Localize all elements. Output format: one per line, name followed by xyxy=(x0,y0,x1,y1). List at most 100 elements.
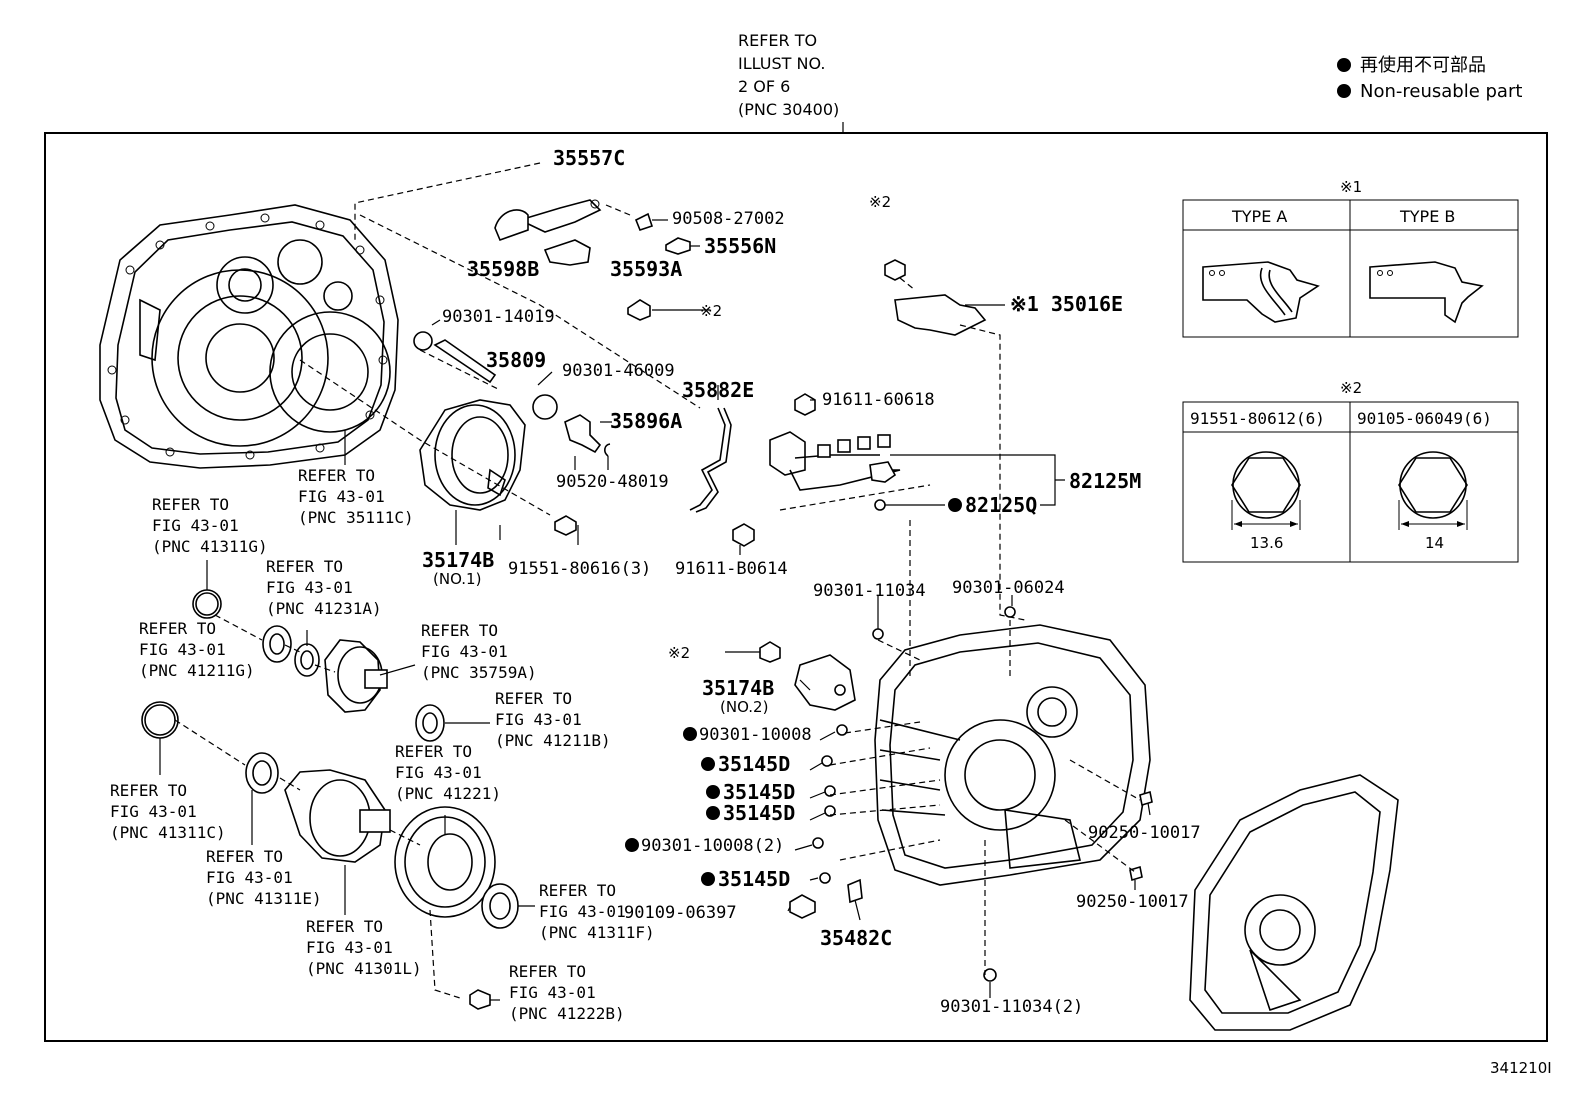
ref-35759a: REFER TO FIG 43-01 (PNC 35759A) xyxy=(421,621,537,682)
label-mark2-a: ※2 xyxy=(700,302,722,320)
label-35174b-no1-sub: (NO.1) xyxy=(433,570,481,588)
svg-text:(PNC 41211B): (PNC 41211B) xyxy=(495,731,611,750)
transaxle-housing-drawing xyxy=(99,204,399,469)
part-35016e-drawing xyxy=(894,294,987,336)
non-reusable-dot-icon xyxy=(683,727,697,741)
label-35556n: 35556N xyxy=(704,234,776,258)
ref-41222b: REFER TO FIG 43-01 (PNC 41222B) xyxy=(509,962,625,1023)
wire-harness-drawing xyxy=(769,393,901,511)
snap-ring-41311g xyxy=(192,589,222,619)
svg-text:REFER TO: REFER TO xyxy=(421,621,498,640)
bolt-head-icon xyxy=(1232,451,1300,519)
label-35882e: 35882E xyxy=(682,378,754,402)
svg-text:(PNC 41311E): (PNC 41311E) xyxy=(206,889,322,908)
label-mark2-c: ※2 xyxy=(668,644,690,662)
ref-41231a: REFER TO FIG 43-01 (PNC 41231A) xyxy=(266,557,382,618)
label-35145d-2: 35145D xyxy=(723,780,795,804)
type-b-header: TYPE B xyxy=(1399,207,1455,226)
svg-text:REFER TO: REFER TO xyxy=(266,557,343,576)
non-reusable-dot-icon xyxy=(706,806,720,820)
svg-text:FIG 43-01: FIG 43-01 xyxy=(495,710,582,729)
label-35809: 35809 xyxy=(486,348,546,372)
svg-text:FIG 43-01: FIG 43-01 xyxy=(266,578,353,597)
label-90250-10017-b: 90250-10017 xyxy=(1076,892,1189,912)
bolt-head-icon xyxy=(1399,451,1467,519)
label-91611-b0614: 91611-B0614 xyxy=(675,559,788,579)
svg-text:REFER TO: REFER TO xyxy=(206,847,283,866)
ref-41311c: REFER TO FIG 43-01 (PNC 41311C) xyxy=(110,781,226,842)
svg-text:(PNC 35759A): (PNC 35759A) xyxy=(421,663,537,682)
type-b-bracket-icon xyxy=(1369,261,1484,324)
part-labels: 35557C 90508-27002 35556N 35598B 35593A … xyxy=(422,146,1201,1017)
label-mark2-b: ※2 xyxy=(869,193,891,211)
svg-text:REFER TO: REFER TO xyxy=(298,466,375,485)
header-ref-line-3: 2 OF 6 xyxy=(738,77,790,96)
label-35145d-3: 35145D xyxy=(723,801,795,825)
non-reusable-dot-icon xyxy=(1337,84,1351,98)
svg-text:REFER TO: REFER TO xyxy=(495,689,572,708)
svg-text:REFER TO: REFER TO xyxy=(110,781,187,800)
svg-text:(PNC 41311F): (PNC 41311F) xyxy=(539,923,655,942)
svg-text:FIG 43-01: FIG 43-01 xyxy=(139,640,226,659)
label-91551-80616: 91551-80616(3) xyxy=(508,559,651,579)
svg-text:(PNC 41311G): (PNC 41311G) xyxy=(152,537,268,556)
type-a-header: TYPE A xyxy=(1231,207,1287,226)
top-parts-drawing xyxy=(413,199,755,547)
svg-text:FIG 43-01: FIG 43-01 xyxy=(306,938,393,957)
svg-text:REFER TO: REFER TO xyxy=(395,742,472,761)
svg-text:REFER TO: REFER TO xyxy=(152,495,229,514)
label-35593a: 35593A xyxy=(610,257,682,281)
label-90508-27002: 90508-27002 xyxy=(672,209,785,229)
label-35598b: 35598B xyxy=(467,257,539,281)
figure-id: 341210I xyxy=(1490,1059,1552,1077)
note2-mark: ※2 xyxy=(1340,379,1362,397)
svg-text:FIG 43-01: FIG 43-01 xyxy=(110,802,197,821)
svg-text:FIG 43-01: FIG 43-01 xyxy=(152,516,239,535)
svg-text:FIG 43-01: FIG 43-01 xyxy=(509,983,596,1002)
svg-text:REFER TO: REFER TO xyxy=(306,917,383,936)
ref-41211g: REFER TO FIG 43-01 (PNC 41211G) xyxy=(139,619,255,680)
diagram-frame xyxy=(44,132,1548,1042)
label-82125m: 82125M xyxy=(1069,469,1141,493)
dim-13-6: 13.6 xyxy=(1250,534,1283,552)
header-ref-line-1: REFER TO xyxy=(738,31,817,50)
gear-assembly-drawing xyxy=(141,589,519,1010)
ref-41301l: REFER TO FIG 43-01 (PNC 41301L) xyxy=(306,917,422,978)
transaxle-case-drawing xyxy=(759,606,1153,982)
ref-41311e: REFER TO FIG 43-01 (PNC 41311E) xyxy=(206,847,322,908)
label-91611-60618: 91611-60618 xyxy=(822,390,935,410)
note2-table: ※2 91551-80612(6) 90105-06049(6) 13.6 14 xyxy=(1182,379,1519,563)
svg-text:REFER TO: REFER TO xyxy=(139,619,216,638)
non-reusable-dot-icon xyxy=(701,872,715,886)
note1-mark: ※1 xyxy=(1340,178,1362,196)
note2-col1-header: 91551-80612(6) xyxy=(1190,409,1325,428)
legend-jp: 再使用不可部品 xyxy=(1360,55,1486,76)
header-ref-line-2: ILLUST NO. xyxy=(738,54,825,73)
non-reusable-dot-icon xyxy=(1337,58,1351,72)
label-90301-10008-b: 90301-10008(2) xyxy=(641,836,784,856)
label-90520-48019: 90520-48019 xyxy=(556,472,669,492)
label-35174b-no2-sub: (NO.2) xyxy=(720,698,768,716)
svg-text:FIG 43-01: FIG 43-01 xyxy=(539,902,626,921)
label-90301-11034-a: 90301-11034 xyxy=(813,581,926,601)
label-90301-06024: 90301-06024 xyxy=(952,578,1065,598)
legend-en: Non-reusable part xyxy=(1360,81,1522,102)
refer-to-blocks: REFER TO FIG 43-01 (PNC 35111C) REFER TO… xyxy=(110,466,655,1023)
svg-text:FIG 43-01: FIG 43-01 xyxy=(298,487,385,506)
label-90301-14019: 90301-14019 xyxy=(442,307,555,327)
label-90250-10017-a: 90250-10017 xyxy=(1088,823,1201,843)
svg-text:FIG 43-01: FIG 43-01 xyxy=(395,763,482,782)
svg-text:(PNC 35111C): (PNC 35111C) xyxy=(298,508,414,527)
svg-text:(PNC 41221): (PNC 41221) xyxy=(395,784,501,803)
svg-text:(PNC 41222B): (PNC 41222B) xyxy=(509,1004,625,1023)
note2-col2-header: 90105-06049(6) xyxy=(1357,409,1492,428)
label-35016e: ※1 35016E xyxy=(1010,292,1123,316)
svg-text:(PNC 41231A): (PNC 41231A) xyxy=(266,599,382,618)
ref-41221: REFER TO FIG 43-01 (PNC 41221) xyxy=(395,742,501,803)
svg-text:(PNC 41301L): (PNC 41301L) xyxy=(306,959,422,978)
label-90301-10008-a: 90301-10008 xyxy=(699,725,812,745)
label-35174b-no2: 35174B xyxy=(702,676,774,700)
header-ref-line-4: (PNC 30400) xyxy=(738,100,839,119)
label-35145d-1: 35145D xyxy=(718,752,790,776)
